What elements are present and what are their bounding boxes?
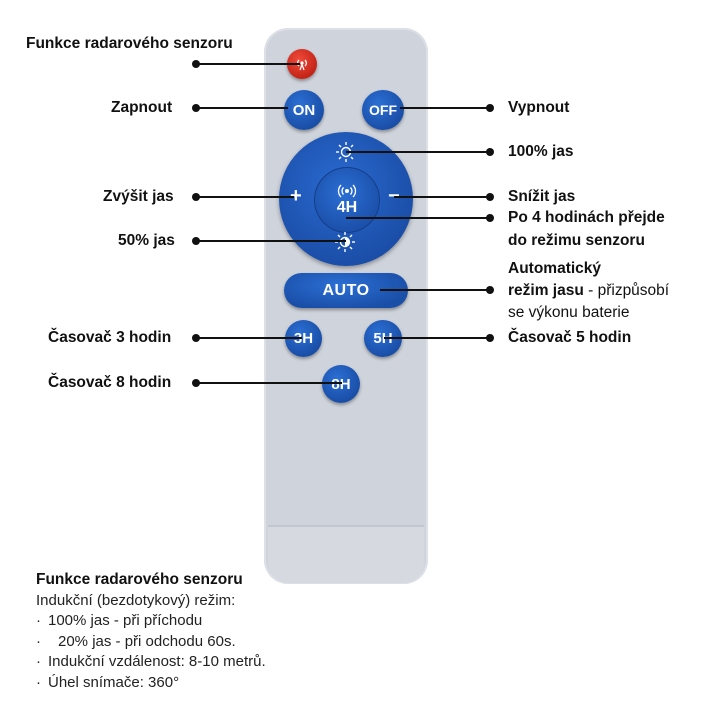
label-half-brightness: 50% jas [118, 232, 175, 249]
label-auto-line2: režim jasu - přizpůsobí [508, 280, 669, 301]
label-auto-line2-bold: režim jasu [508, 282, 584, 299]
info-line-arrival: · 100% jas - při příchodu [36, 611, 266, 632]
info-line-departure-text: 20% jas - při odchodu 60s. [58, 632, 236, 650]
radar-info-block: Funkce radarového senzoru Indukční (bezd… [36, 570, 266, 693]
callout-line-half [196, 240, 346, 242]
callout-dot-4h [486, 214, 494, 222]
info-line-distance-text: Indukční vzdálenost: 8-10 metrů. [48, 653, 266, 670]
label-timer-5h: Časovač 5 hodin [508, 329, 632, 346]
full-brightness-button[interactable] [334, 141, 358, 163]
label-increase: Zvýšit jas [103, 188, 174, 205]
callout-line-3h [196, 337, 302, 339]
sun-full-icon [336, 142, 356, 162]
label-off: Vypnout [508, 99, 570, 116]
timer-8h-button[interactable]: 8H [322, 365, 360, 403]
callout-dot-off [486, 104, 494, 112]
label-timer-3h: Časovač 3 hodin [48, 329, 172, 346]
callout-line-off [400, 107, 490, 109]
callout-line-5h [384, 337, 490, 339]
info-bullet: · [36, 612, 41, 629]
info-line-distance: · Indukční vzdálenost: 8-10 metrů. [36, 652, 266, 673]
label-decrease: Snížit jas [508, 188, 576, 205]
decrease-brightness-button[interactable]: − [388, 186, 400, 206]
info-line-departure: · 20% jas - při odchodu 60s. [36, 632, 266, 653]
info-line-angle-text: Úhel snímače: 360° [48, 673, 180, 691]
sensor-4h-label: 4H [336, 199, 358, 216]
radar-icon [297, 59, 307, 71]
label-after-4h-line1: Po 4 hodinách přejde [508, 209, 665, 226]
callout-dot-full [486, 148, 494, 156]
sensor-wave-icon [337, 184, 357, 198]
callout-line-decrease [394, 196, 490, 198]
label-radar-function: Funkce radarového senzoru [26, 35, 233, 52]
sun-half-icon [335, 232, 355, 252]
sensor-4h-button[interactable]: 4H [314, 167, 380, 233]
half-brightness-button[interactable] [334, 231, 356, 253]
info-heading: Funkce radarového senzoru [36, 571, 243, 588]
callout-line-radar [196, 63, 300, 65]
info-line-arrival-text: 100% jas - při příchodu [48, 612, 203, 629]
label-auto-line1: Automatický [508, 260, 602, 277]
callout-line-8h [196, 382, 342, 384]
callout-line-auto [380, 289, 490, 291]
increase-brightness-button[interactable]: + [290, 185, 302, 207]
info-line-mode: Indukční (bezdotykový) režim: [36, 591, 236, 609]
off-button[interactable]: OFF [362, 90, 404, 130]
label-after-4h-line2: do režimu senzoru [508, 232, 645, 249]
on-button[interactable]: ON [284, 90, 324, 130]
info-bullet: · [36, 632, 41, 650]
label-auto-line2-rest: - přizpůsobí [583, 282, 670, 299]
callout-line-increase [196, 196, 294, 198]
remote-battery-cover [268, 525, 424, 583]
callout-dot-decrease [486, 193, 494, 201]
info-bullet: · [36, 673, 41, 691]
callout-dot-5h [486, 334, 494, 342]
callout-dot-auto [486, 286, 494, 294]
callout-line-4h [346, 217, 490, 219]
callout-line-full [346, 151, 490, 153]
callout-line-on [196, 107, 288, 109]
info-line-angle: · Úhel snímače: 360° [36, 673, 266, 694]
timer-3h-button[interactable]: 3H [285, 320, 322, 357]
label-full-brightness: 100% jas [508, 143, 574, 160]
label-auto-line3: se výkonu baterie [508, 304, 630, 321]
info-bullet: · [36, 653, 41, 670]
label-timer-8h: Časovač 8 hodin [48, 374, 172, 391]
label-on: Zapnout [111, 99, 173, 116]
